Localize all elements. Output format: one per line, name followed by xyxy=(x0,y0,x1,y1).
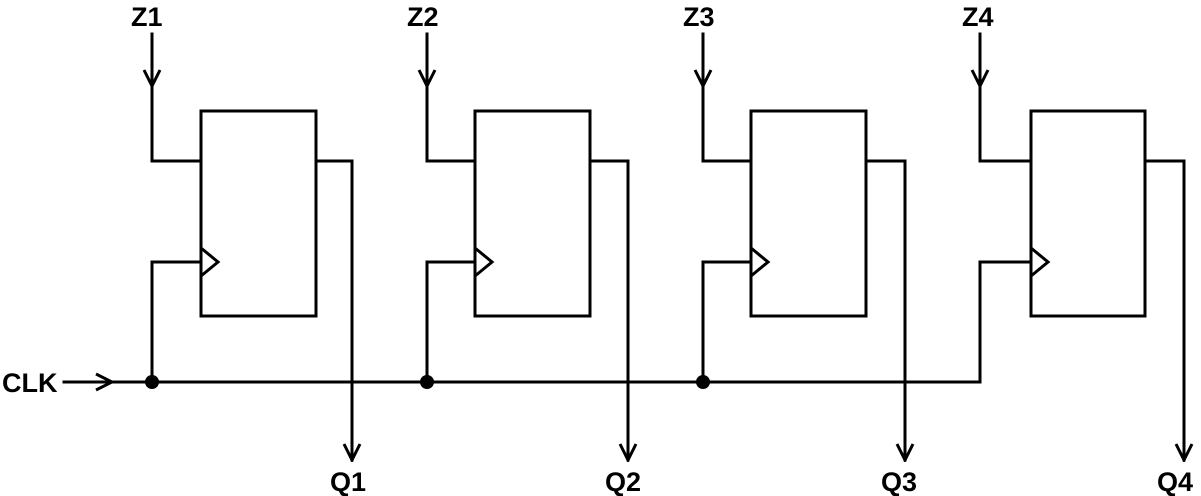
data-input-wire xyxy=(150,84,203,163)
data-input-wire xyxy=(978,84,1033,163)
junction-dot xyxy=(145,375,159,389)
data-output-wire xyxy=(1143,159,1186,454)
data-output-label: Q1 xyxy=(330,467,366,496)
data-output-label: Q2 xyxy=(605,467,641,496)
clock-branch-wire xyxy=(150,260,203,384)
junction-dot xyxy=(696,375,710,389)
data-output-wire xyxy=(314,159,354,454)
clock-branch-wire xyxy=(701,260,753,384)
junction-dot xyxy=(420,375,434,389)
data-input-wire xyxy=(425,84,477,163)
clock-edge-icon xyxy=(474,246,495,278)
data-output-wire xyxy=(864,159,907,454)
clock-edge-icon xyxy=(1030,246,1051,278)
flip-flop-box xyxy=(473,109,592,318)
data-input-wire xyxy=(701,84,753,163)
clock-edge-icon xyxy=(750,246,771,278)
data-input-label: Z3 xyxy=(683,2,715,32)
data-input-label: Z2 xyxy=(407,2,439,32)
clock-branch-wire xyxy=(425,260,477,384)
data-input-label: Z1 xyxy=(131,2,163,32)
data-output-wire xyxy=(588,159,630,454)
flip-flop-box xyxy=(749,109,868,318)
flip-flop-box xyxy=(199,109,318,318)
data-input-label: Z4 xyxy=(962,2,994,32)
clock-bus-wire xyxy=(110,260,1033,384)
clock-input-label: CLK xyxy=(2,368,58,398)
clock-edge-icon xyxy=(200,246,221,278)
data-output-label: Q4 xyxy=(1157,467,1193,496)
data-output-label: Q3 xyxy=(881,467,917,496)
flip-flop-box xyxy=(1029,109,1147,318)
